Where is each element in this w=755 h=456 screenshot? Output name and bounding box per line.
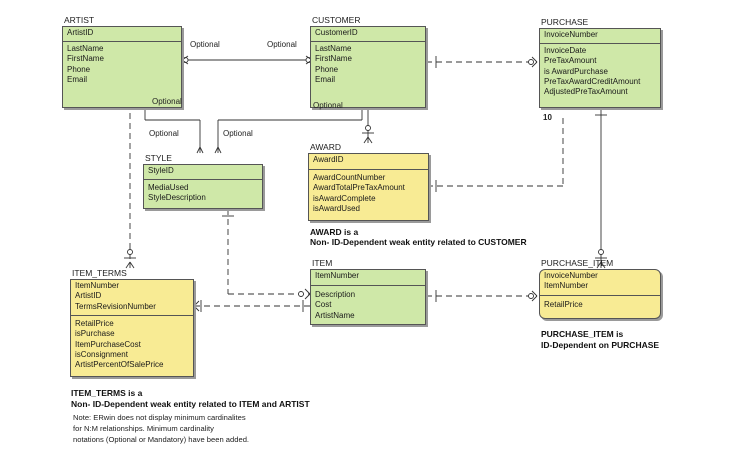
purchase-award-relationship: [429, 118, 564, 192]
item-terms-caption-line1: ITEM_TERMS is a: [71, 388, 143, 398]
entity-box: CustomerID LastName FirstName Phone Emai…: [310, 26, 426, 108]
optionality-label: Optional: [152, 97, 182, 106]
attribute: LastName: [315, 44, 352, 53]
entity-box: InvoiceNumber InvoiceDate PreTaxAmount i…: [539, 28, 661, 108]
attribute: FirstName: [67, 54, 104, 64]
attribute: AwardCountNumber: [313, 173, 386, 182]
key-attribute: InvoiceNumber: [544, 30, 598, 39]
attribute: ArtistPercentOfSalePrice: [75, 360, 164, 370]
artist-itemterms-relationship: [124, 93, 136, 269]
artist-customer-relationship: [181, 55, 313, 65]
entity-box: AwardID AwardCountNumber AwardTotalPreTa…: [308, 153, 429, 221]
attribute: RetailPrice: [75, 319, 114, 328]
style-item-relationship: [222, 209, 311, 300]
key-attribute: ItemNumber: [544, 281, 589, 291]
attribute: AwardTotalPreTaxAmount: [313, 183, 405, 193]
cardinality-label: 10: [543, 113, 552, 122]
key-attribute: ArtistID: [67, 28, 94, 37]
key-attribute: CustomerID: [315, 28, 358, 37]
attribute: LastName: [67, 44, 104, 53]
entity-box: ArtistID LastName FirstName Phone Email: [62, 26, 182, 108]
purchase-purchaseitem-relationship: [595, 108, 607, 269]
attribute: Email: [67, 74, 88, 84]
entity-box: StyleID MediaUsed StyleDescription: [143, 164, 263, 209]
attribute: isPurchase: [75, 329, 115, 339]
attribute: is AwardPurchase: [544, 66, 608, 76]
note-line: for N:M relationships. Minimum cardinali…: [73, 424, 214, 433]
entity-title: PURCHASE_ITEM: [541, 258, 614, 268]
entity-title: ITEM_TERMS: [72, 268, 127, 278]
key-attribute: ItemNumber: [75, 281, 120, 290]
entity-box: ItemNumber ArtistID TermsRevisionNumber …: [70, 279, 194, 377]
optionality-label: Optional: [223, 129, 253, 138]
attribute: Description: [315, 290, 356, 299]
attribute: FirstName: [315, 54, 352, 64]
attribute: InvoiceDate: [544, 46, 587, 55]
attribute: ArtistName: [315, 310, 355, 320]
item-purchaseitem-relationship: [426, 290, 538, 302]
key-attribute: InvoiceNumber: [544, 271, 598, 280]
attribute: Phone: [67, 64, 91, 74]
attribute: StyleDescription: [148, 193, 206, 203]
item-terms-caption-line2: Non- ID-Dependent weak entity related to…: [71, 399, 310, 409]
attribute: RetailPrice: [544, 300, 583, 309]
optionality-label: Optional: [313, 101, 343, 110]
key-attribute: StyleID: [148, 166, 174, 175]
entity-title: ARTIST: [64, 15, 95, 25]
purchase-item-caption-line2: ID-Dependent on PURCHASE: [541, 340, 660, 350]
attribute: isAwardComplete: [313, 193, 376, 203]
key-attribute: ArtistID: [75, 291, 102, 301]
award-caption-line1: AWARD is a: [310, 227, 359, 237]
attribute: isConsignment: [75, 349, 128, 359]
attribute: MediaUsed: [148, 183, 189, 192]
entity-title: PURCHASE: [541, 17, 589, 27]
customer-purchase-relationship: [426, 56, 538, 68]
award-caption-line2: Non- ID-Dependent weak entity related to…: [310, 237, 527, 247]
optionality-label: Optional: [190, 40, 220, 49]
optionality-label: Optional: [267, 40, 297, 49]
attribute: AdjustedPreTaxAmount: [544, 87, 628, 97]
attribute: isAwardUsed: [313, 203, 360, 213]
entity-title: CUSTOMER: [312, 15, 361, 25]
note-line: notations (Optional or Mandatory) have b…: [73, 435, 250, 444]
optionality-label: Optional: [149, 129, 179, 138]
item-itemterms-relationship: [193, 300, 310, 312]
purchase-item-caption-line1: PURCHASE_ITEM is: [541, 329, 624, 339]
note-line: Note: ERwin does not display minimum car…: [73, 413, 246, 422]
attribute: PreTaxAwardCreditAmount: [544, 76, 641, 86]
key-attribute: AwardID: [313, 155, 344, 164]
attribute: PreTaxAmount: [544, 56, 597, 66]
entity-box: ItemNumber Description Cost ArtistName: [310, 269, 426, 325]
key-attribute: ItemNumber: [315, 271, 360, 280]
entity-title: AWARD: [310, 142, 342, 152]
entity-box: InvoiceNumber ItemNumber RetailPrice: [539, 269, 661, 319]
attribute: Phone: [315, 64, 339, 74]
attribute: ItemPurchaseCost: [75, 339, 141, 349]
entity-title: STYLE: [145, 153, 172, 163]
attribute: Cost: [315, 300, 332, 310]
entity-title: ITEM: [312, 258, 333, 268]
key-attribute: TermsRevisionNumber: [75, 301, 156, 311]
attribute: Email: [315, 74, 336, 84]
